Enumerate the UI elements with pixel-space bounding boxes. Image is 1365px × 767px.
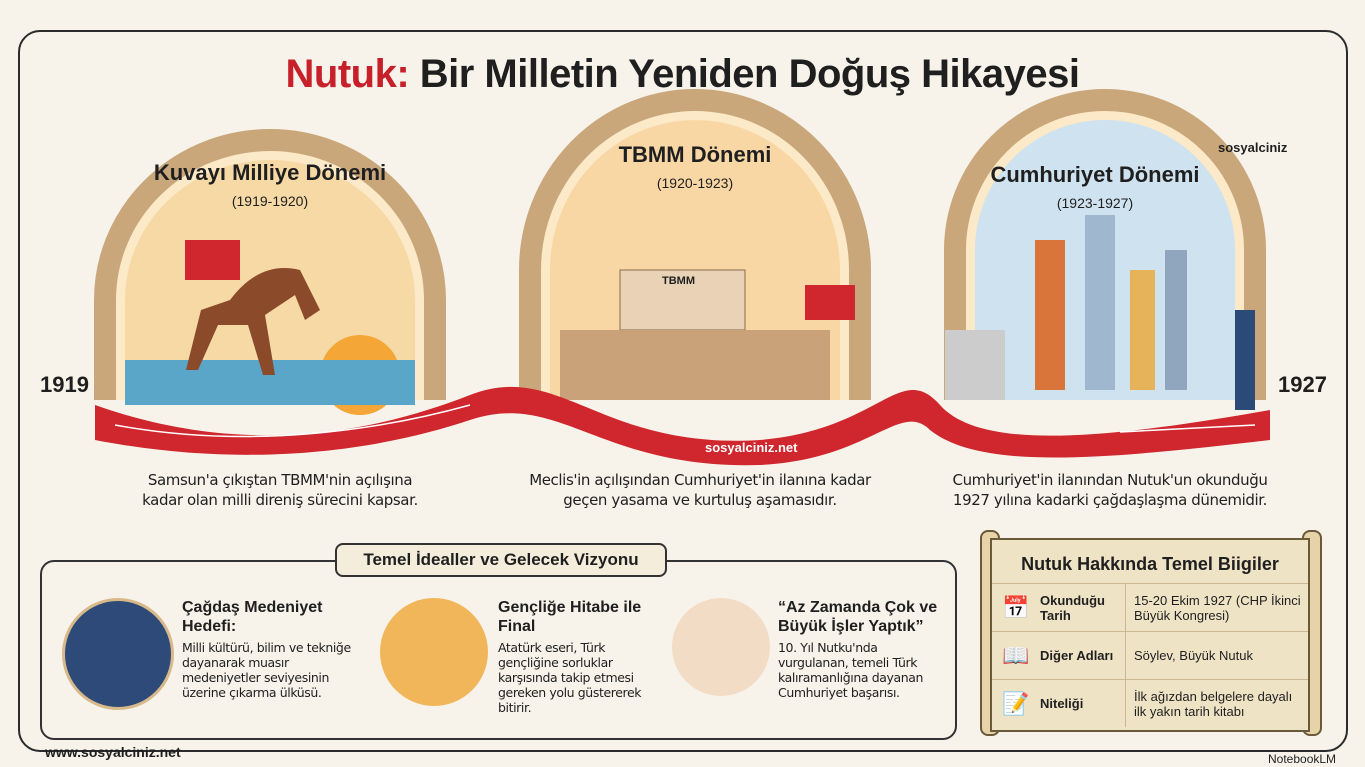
ideal-text: Milli kültürü, bilim ve tekniğe dayanara… <box>182 640 351 700</box>
watermark-top: sosyalciniz <box>1218 140 1288 155</box>
red-ribbon <box>95 386 1270 466</box>
desc-line: Cumhuriyet'in ilanından Nutuk'un okunduğ… <box>952 471 1268 489</box>
fact-row: 📖 Diğer Adları Söylev, Büyük Nutuk <box>992 631 1308 679</box>
start-year: 1919 <box>40 372 89 397</box>
fact-row: 📝 Niteliği İlk ağızdan belgelere dayalı il… <box>992 679 1308 727</box>
watermark-bottom: www.sosyalciniz.net <box>45 744 181 760</box>
facts-header: Nutuk Hakkında Temel Biigiler <box>1021 554 1279 574</box>
tbmm-building-label: TBMM <box>662 275 695 287</box>
fact-key: Niteliği <box>1040 680 1126 727</box>
era-description-tbmm: Meclis'in açılışından Cumhuriyet'in ilan… <box>500 470 900 510</box>
ideal-item-achievements: “Az Zamanda Çok ve Büyük İşler Yaptık” 10… <box>778 598 950 700</box>
ideal-title: Çağdaş Medeniyet Hedefi: <box>182 599 323 635</box>
notebooklm-brand: NotebookLM <box>1268 752 1337 766</box>
fact-key: Okunduğu Tarih <box>1040 584 1126 631</box>
desc-line: 1927 yılına kadarki çağdaşlaşma dünemidi… <box>952 491 1268 509</box>
document-pen-icon: 📝 <box>1002 690 1030 716</box>
ideal-item-civilization: Çağdaş Medeniyet Hedefi: Milli kültürü, b… <box>182 598 362 700</box>
ideals-header: Temel İdealler ve Gelecek Vizyonu <box>335 543 667 577</box>
desc-line: Meclis'in açılışından Cumhuriyet'in ilan… <box>529 471 871 489</box>
fact-value: Söylev, Büyük Nutuk <box>1134 648 1253 663</box>
era-description-kuvayi: Samsun'a çıkıştan TBMM'nin açılışına kada… <box>110 470 450 510</box>
desc-line: geçen yasama ve kurtuluş aşamasıdır. <box>563 491 837 509</box>
title-rest: Bir Milletin Yeniden Doğuş Hikayesi <box>409 52 1080 96</box>
era-title-tbmm: TBMM Dönemi <box>618 142 772 167</box>
era-range-kuvayi: (1919-1920) <box>231 193 309 209</box>
desc-line: kadar olan milli direniş sürecini kapsar… <box>142 491 418 509</box>
fact-value: 15-20 Ekim 1927 (CHP İkinci Büyük Kongre… <box>1134 592 1301 623</box>
arch-kuvayi <box>94 129 446 415</box>
title-prefix: Nutuk: <box>285 52 410 96</box>
watermark-middle: sosyalciniz.net <box>705 440 798 455</box>
fact-row: 📅 Okunduğu Tarih 15-20 Ekim 1927 (CHP İkin… <box>992 583 1308 631</box>
facts-scroll: Nutuk Hakkında Temel Biigiler 📅 Okunduğu … <box>990 538 1310 732</box>
end-year: 1927 <box>1278 372 1327 397</box>
timeline-illustration <box>94 89 1270 466</box>
era-description-cumhuriyet: Cumhuriyet'in ilanından Nutuk'un okunduğ… <box>930 470 1290 510</box>
fact-value: İlk ağızdan belgelere dayalı ilk yakın t… <box>1134 688 1293 719</box>
arch-cumhuriyet <box>944 89 1266 410</box>
lighthouse-icon <box>62 598 174 710</box>
calendar-icon: 📅 <box>1002 594 1030 620</box>
fact-key: Diğer Adları <box>1040 632 1126 679</box>
megaphone-icon <box>672 598 770 696</box>
era-range-cumhuriyet: (1923-1927) <box>1056 195 1134 211</box>
open-book-quill-icon <box>380 598 488 706</box>
page-title: Nutuk: Bir Milletin Yeniden Doğuş Hikaye… <box>0 52 1365 97</box>
ideal-text: 10. Yıl Nutku'nda vurgulanan, temeli Tür… <box>778 640 924 700</box>
era-title-cumhuriyet: Cumhuriyet Dönemi <box>990 162 1200 187</box>
desc-line: Samsun'a çıkıştan TBMM'nin açılışına <box>147 471 413 489</box>
ideal-title: Gençliğe Hitabe ile Final <box>498 599 642 635</box>
infographic-frame <box>18 30 1348 752</box>
book-icon: 📖 <box>1002 642 1030 668</box>
ideal-text: Atatürk eseri, Türk gençliğine sorluklar… <box>498 640 642 715</box>
arch-tbmm <box>519 89 871 401</box>
ideal-title: “Az Zamanda Çok ve Büyük İşler Yaptık” <box>778 599 938 635</box>
era-title-kuvayi: Kuvayı Milliye Dönemi <box>153 160 387 185</box>
era-range-tbmm: (1920-1923) <box>656 175 734 191</box>
